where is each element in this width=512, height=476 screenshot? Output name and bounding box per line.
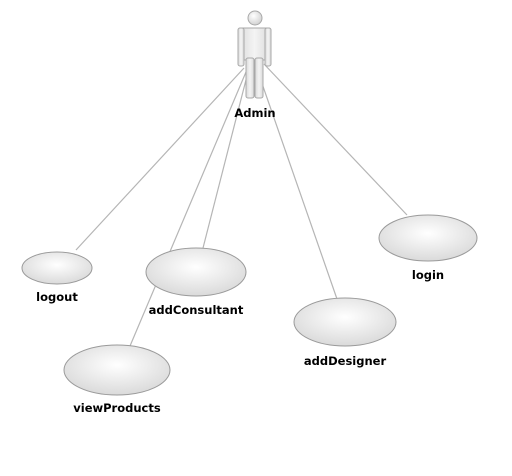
association-admin-logout	[75, 67, 245, 251]
association-admin-addconsultant	[202, 71, 249, 249]
use-case-adddesigner[interactable]: addDesigner	[293, 297, 397, 368]
association-admin-adddesigner	[257, 71, 338, 300]
use-case-label: logout	[36, 290, 78, 304]
associations	[75, 63, 408, 347]
use-case-label: addDesigner	[304, 354, 387, 368]
use-case-ellipse	[378, 214, 478, 262]
actor-admin[interactable]: Admin	[234, 10, 276, 120]
use-case-addconsultant[interactable]: addConsultant	[145, 247, 247, 317]
use-case-logout[interactable]: logout	[21, 251, 93, 304]
use-case-label: viewProducts	[73, 401, 161, 415]
actor-label: Admin	[234, 106, 275, 120]
use-case-ellipse	[145, 247, 247, 297]
use-case-label: addConsultant	[149, 303, 244, 317]
actor-icon	[237, 10, 272, 99]
association-admin-viewproducts	[129, 71, 247, 347]
use-case-ellipse	[293, 297, 397, 347]
use-case-login[interactable]: login	[378, 214, 478, 282]
use-case-ellipse	[63, 344, 171, 396]
use-case-ellipse	[21, 251, 93, 285]
use-case-label: login	[412, 268, 444, 282]
use-case-viewproducts[interactable]: viewProducts	[63, 344, 171, 415]
association-admin-login	[263, 63, 408, 216]
